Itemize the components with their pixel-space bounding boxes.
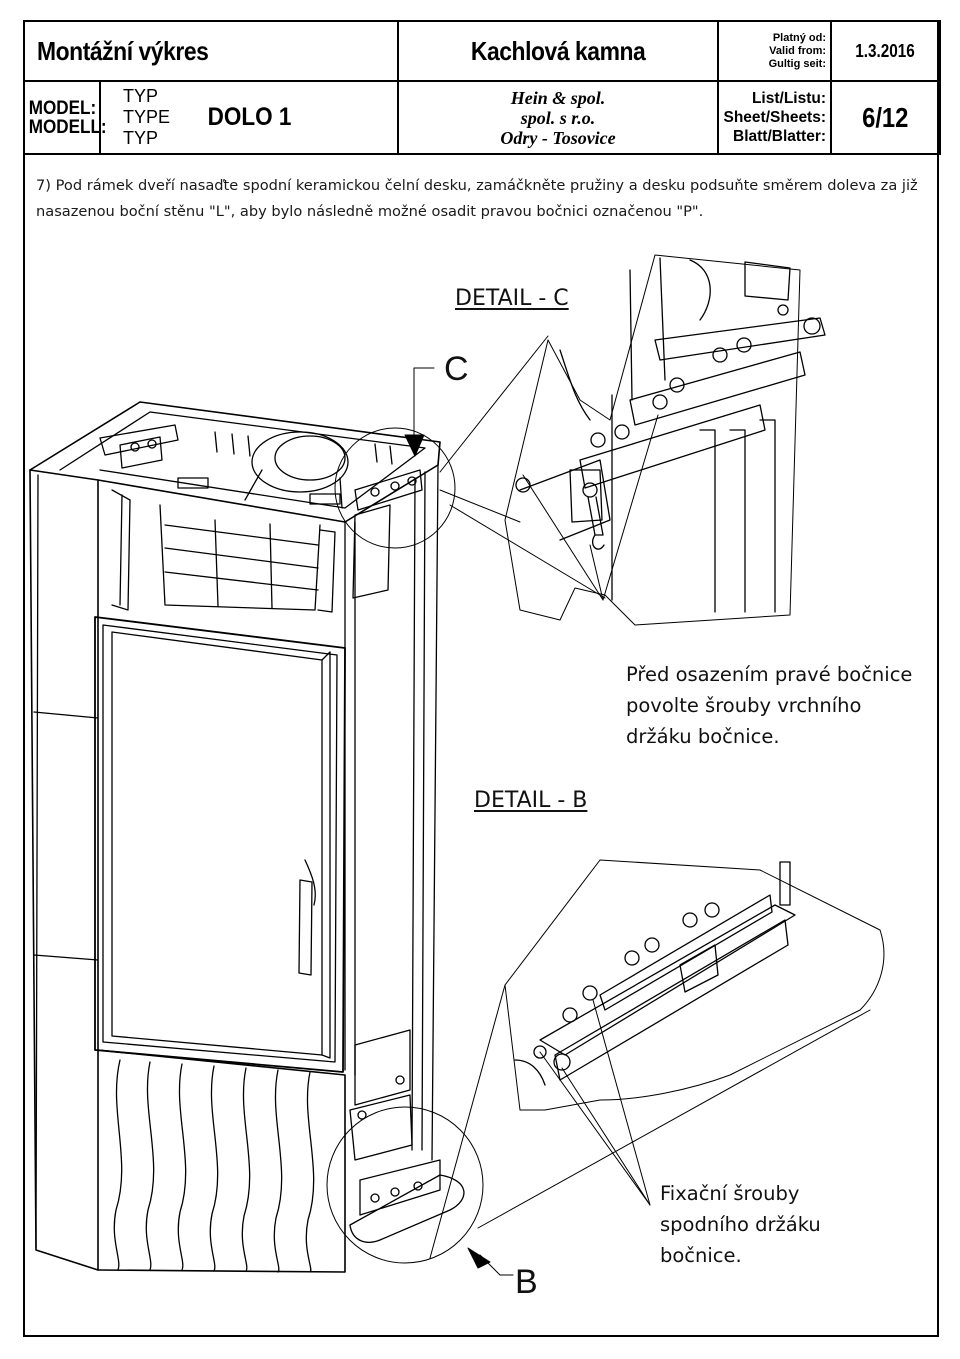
company-line-3: Odry - Tosovice <box>500 127 616 148</box>
detail-c-marker: C <box>444 350 469 388</box>
detail-b-title: DETAIL - B <box>474 788 588 813</box>
product-cell: Kachlová kamna <box>397 20 720 82</box>
doc-type-cell: Montážní výkres <box>22 20 400 82</box>
detail-c-view <box>504 254 826 626</box>
valid-label-de: Gultig seit: <box>768 57 827 70</box>
model-name: DOLO 1 <box>207 103 292 131</box>
title-block: Montážní výkres Kachlová kamna Platný od… <box>22 20 942 155</box>
valid-label-cz: Platný od: <box>772 31 827 44</box>
upper-bracket-note: Před osazením pravé bočnice povolte šrou… <box>626 663 913 748</box>
valid-label-en: Valid from: <box>769 44 827 57</box>
sheet-label-cell: List/Listu: Sheet/Sheets: Blatt/Blatter: <box>717 80 833 155</box>
assembly-instruction: 7) Pod rámek dveří nasaďte spodní kerami… <box>36 177 918 220</box>
company-line-2: spol. s r.o. <box>520 107 596 128</box>
company-cell: Hein & spol. spol. s r.o. Odry - Tosovic… <box>397 80 720 155</box>
lower-bracket-note: Fixační šrouby spodního držáku bočnice. <box>660 1182 821 1267</box>
doc-type: Montážní výkres <box>37 35 209 66</box>
model-label-cell: MODEL: MODELL: <box>23 80 107 155</box>
sheet-number-cell: 6/12 <box>830 80 942 155</box>
valid-label-cell: Platný od: Valid from: Gultig seit: <box>717 20 833 82</box>
detail-b-marker: B <box>515 1263 538 1301</box>
model-cell: TYP TYPE TYP DOLO 1 <box>98 80 400 155</box>
sheet-label-en: Sheet/Sheets: <box>723 109 827 126</box>
company-line-1: Hein & spol. <box>510 87 606 108</box>
valid-date: 1.3.2016 <box>855 40 916 61</box>
model-label-cz: MODEL: <box>28 97 97 119</box>
sheet-label-cz: List/Listu: <box>751 90 827 107</box>
product-name: Kachlová kamna <box>470 35 646 66</box>
detail-c-title: DETAIL - C <box>455 286 569 311</box>
valid-date-cell: 1.3.2016 <box>830 20 942 82</box>
sheet-label-de: Blatt/Blatter: <box>733 128 827 145</box>
stove-body <box>29 401 484 1273</box>
type-label-en: TYPE <box>123 107 171 127</box>
leader-lines <box>404 335 871 1276</box>
type-label-cz: TYP <box>123 86 159 106</box>
detail-b-view <box>504 859 885 1111</box>
model-label-de: MODELL: <box>28 116 107 138</box>
type-label-de: TYP <box>123 128 159 148</box>
sheet-number: 6/12 <box>862 101 909 133</box>
